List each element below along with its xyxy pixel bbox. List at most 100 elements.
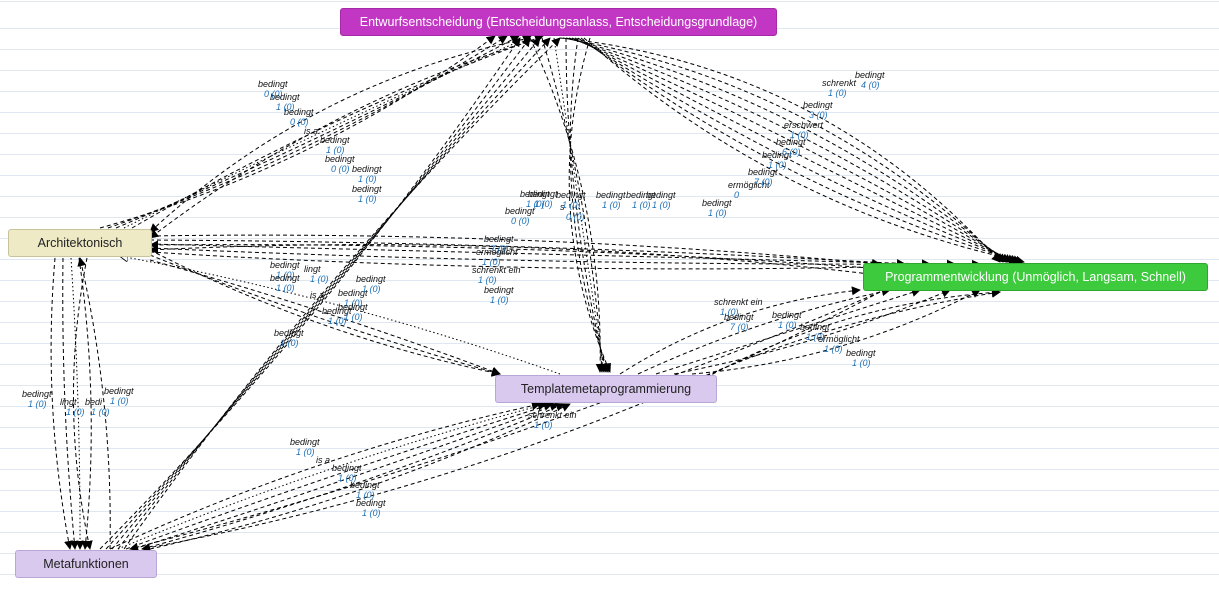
edge-arrow xyxy=(149,403,571,550)
edge-label-relation: bedingt xyxy=(274,328,304,338)
edge-label-count: 4 (0) xyxy=(861,80,880,90)
edge-label-relation: schrenkt ein xyxy=(472,265,521,275)
edge-arrow xyxy=(673,288,951,375)
edge-arrow xyxy=(569,37,610,373)
edge-label-count: 1 (0) xyxy=(768,160,787,170)
edge-arrow xyxy=(149,239,906,269)
edge-arrow xyxy=(117,37,551,550)
edge-label-relation: bedingt xyxy=(803,100,833,110)
edge-label-relation: bedingt xyxy=(484,285,514,295)
edge-label-relation: is a xyxy=(304,126,318,136)
edge-arrow xyxy=(149,243,931,269)
edge-label-count: 1 (0) xyxy=(490,295,509,305)
edge-label-relation: lingt xyxy=(60,397,77,407)
edge-arrow xyxy=(50,257,73,550)
edge-arrow xyxy=(691,289,981,375)
edge-arrow xyxy=(149,244,871,275)
edge-label-relation: schrenkt ein xyxy=(714,297,763,307)
edge-arrow xyxy=(99,35,496,229)
edge-label-relation: bedingt xyxy=(556,190,586,200)
edge-label-count: 1 (0) xyxy=(28,399,47,409)
edge-label-count: 0 xyxy=(734,190,739,200)
edge-label-count: 1 (0) xyxy=(338,473,357,483)
edge-label-relation: bedingt xyxy=(520,189,550,199)
edge-label-count: 1 (0) xyxy=(358,194,377,204)
node-templatemetaprogrammierung[interactable]: Templatemetaprogrammierung xyxy=(495,375,717,403)
edge-arrow xyxy=(529,37,605,373)
edge-arrow xyxy=(553,37,608,373)
edge-label-count: 1 (0) xyxy=(328,316,347,326)
edge-label-relation: bedingt xyxy=(320,135,350,145)
edge-arrow xyxy=(131,34,544,229)
edge-label-relation: schrenkt ein xyxy=(528,410,577,420)
edge-label-relation: bedingt xyxy=(762,150,792,160)
edge-label-relation: bedingt xyxy=(484,234,514,244)
edge-label-relation: bedingt xyxy=(104,386,134,396)
edge-arrow xyxy=(565,37,609,373)
edge-arrow xyxy=(541,37,607,373)
edge-label-relation: bedingt xyxy=(258,79,288,89)
edge-label-relation: bedingt xyxy=(284,107,314,117)
edge-label-count: 1 (0) xyxy=(310,274,329,284)
edge-label-relation: bedingt xyxy=(352,184,382,194)
edge-arrow xyxy=(77,257,111,550)
edge-arrow xyxy=(577,37,1019,264)
edge-label-count: 1 (0) xyxy=(356,490,375,500)
edge-arrow xyxy=(105,37,531,550)
edge-label-relation: bedingt xyxy=(356,498,386,508)
edge-arrow xyxy=(571,37,1013,263)
edge-label-count: 1 (0) xyxy=(276,270,295,280)
edge-label-count: 1 (0) xyxy=(362,508,381,518)
edge-arrow xyxy=(559,37,1001,263)
edge-label-relation: bedi xyxy=(85,397,103,407)
edge-label-relation: bedingt xyxy=(338,288,368,298)
edge-label-count: 1 (0) xyxy=(296,447,315,457)
edge-arrow xyxy=(699,288,1001,382)
edge-label-relation: bedingt xyxy=(350,480,380,490)
edge-label-relation: bedingt xyxy=(352,164,382,174)
edge-label-count: 0 (0) xyxy=(290,117,309,127)
edge-label-count: 1 (0) xyxy=(526,199,545,209)
edge-arrow xyxy=(580,37,1022,264)
edge-label-count: 1 (0) xyxy=(720,307,739,317)
edge-arrow xyxy=(149,249,501,377)
edge-label-count: 7 (0) xyxy=(754,177,773,187)
edge-label-count: 1 (0) xyxy=(778,320,797,330)
edge-label-relation: bedingt xyxy=(772,310,802,320)
edge-label-count: 1 (0) xyxy=(66,407,85,417)
edge-label-relation: bedingt xyxy=(270,260,300,270)
edge-label-count: 1 (0) xyxy=(828,88,847,98)
edge-label-count: 1 (0) xyxy=(534,199,553,209)
edge-label-relation: bedingt xyxy=(626,190,656,200)
edge-arrow xyxy=(70,257,85,550)
edge-label-count: 1 (0) xyxy=(362,284,381,294)
edge-arrow xyxy=(120,256,561,375)
edge-arrow xyxy=(149,251,981,270)
edge-label-count: 0 (0) xyxy=(566,212,585,222)
edge-arrow xyxy=(583,37,1025,265)
edge-label-count: 1 (0) xyxy=(562,200,581,210)
edge-label-count: 0 (0) xyxy=(264,89,283,99)
edge-label-relation: bedingt xyxy=(356,274,386,284)
edge-label-relation: bedingt xyxy=(846,348,876,358)
edge-label-count: 1 (0) xyxy=(708,208,727,218)
edge-arrow xyxy=(149,37,541,239)
node-architektonisch[interactable]: Architektonisch xyxy=(8,229,152,257)
edge-label-count: 1 (0) xyxy=(852,358,871,368)
node-programmentwicklung[interactable]: Programmentwicklung (Unmöglich, Langsam,… xyxy=(863,263,1208,291)
node-metafunktionen[interactable]: Metafunktionen xyxy=(15,550,157,578)
edge-arrow xyxy=(73,257,93,550)
edge-arrow xyxy=(149,37,531,233)
edge-label-count: 1 (0) xyxy=(358,174,377,184)
edge-label-count: 1 (0) xyxy=(276,102,295,112)
node-entwurfsentscheidung[interactable]: Entwurfsentscheidung (Entscheidungsanlas… xyxy=(340,8,777,36)
edge-arrow xyxy=(123,37,561,550)
edge-label-count: 1 (0) xyxy=(806,332,825,342)
edge-arrow xyxy=(568,37,1010,263)
edge-label-count: 1 (0) xyxy=(344,298,363,308)
edge-arrow xyxy=(109,401,541,550)
edge-label-relation: is a xyxy=(310,290,324,300)
edge-label-relation: lingt xyxy=(304,264,321,274)
edge-label-relation: bedingt xyxy=(748,167,778,177)
